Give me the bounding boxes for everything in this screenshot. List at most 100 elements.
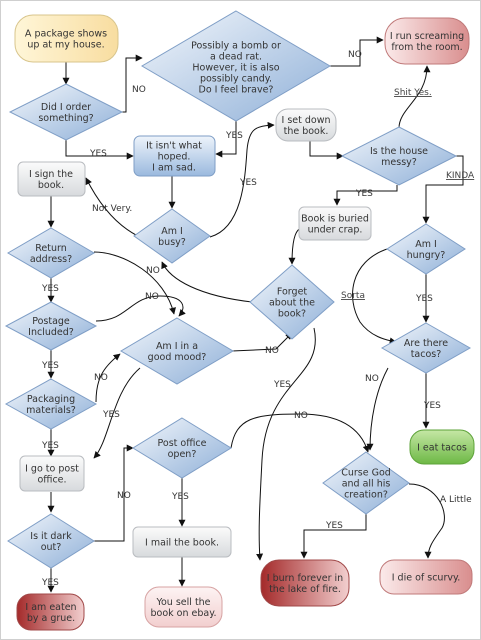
label-yes-dark: YES — [41, 578, 59, 588]
edge-dark-po — [94, 444, 134, 542]
node-text-line: book on ebay. — [150, 608, 216, 619]
label-no-packaging: NO — [94, 373, 108, 383]
edge-bomb-sad — [215, 118, 237, 158]
node-text-line: Am I in a — [156, 341, 198, 352]
edge-mood-forget — [231, 332, 293, 352]
label-yes-bomb: YES — [225, 131, 243, 141]
node-text-line: Curse God — [341, 468, 391, 479]
node-text-line: a dead rat. — [210, 52, 262, 63]
node-text-line: busy? — [158, 237, 186, 248]
node-text-line: hungry? — [407, 250, 446, 261]
edge-messy-buried — [333, 185, 398, 206]
edge-tacos-curse — [366, 367, 389, 451]
node-text-line: under crap. — [308, 225, 363, 236]
label-yes-postage: YES — [41, 361, 59, 371]
node-text-line: You sell the — [155, 597, 210, 608]
label-yes-mood: YES — [102, 410, 120, 420]
label-yes-messy: YES — [355, 189, 373, 199]
edge-forget-busy — [161, 261, 253, 303]
node-text-line: I die of scurvy. — [392, 573, 461, 584]
node-text-line: I am sad. — [152, 163, 196, 174]
node-text-line: possibly candy. — [200, 74, 272, 85]
edge-po-curse — [230, 413, 370, 453]
edge-bomb-run — [330, 36, 384, 67]
edge-packaging-mood — [95, 353, 121, 403]
node-text-line: tacos? — [411, 349, 442, 360]
label-yes-return: YES — [41, 284, 59, 294]
label-yes-forget: YES — [273, 380, 291, 390]
node-text-line: messy? — [381, 157, 417, 168]
node-text-line: book. — [38, 180, 64, 191]
node-text-line: Forget — [277, 287, 308, 298]
label-no-po: NO — [294, 411, 308, 421]
edge-busy-sign — [85, 177, 137, 236]
node-text-line: Packaging — [27, 394, 75, 405]
edge-mood-postoffice — [93, 367, 141, 459]
label-no-run: NO — [348, 50, 362, 60]
edge-messy-run — [398, 65, 431, 129]
label-no-busy: NO — [146, 266, 160, 276]
node-text-line: A package shows — [25, 29, 107, 40]
svg-text:I eat tacos: I eat tacos — [417, 443, 467, 454]
edge-labels: NO NO YES YES Shit Yes. YES Not Very. YE… — [41, 50, 475, 588]
node-text-line: I sign the — [29, 169, 73, 180]
edge-order-bomb — [122, 54, 143, 113]
node-text-line: Included? — [28, 327, 74, 338]
node-text-line: Is the house — [370, 146, 428, 157]
node-text-line: office. — [37, 475, 66, 486]
node-text-line: However, it is also — [192, 63, 279, 74]
edge-return-mood — [93, 251, 176, 315]
label-no-tacos: NO — [365, 374, 379, 384]
label-no-mood: NO — [265, 346, 279, 356]
label-no-dark: NO — [117, 491, 131, 501]
node-text-line: I set down — [282, 115, 331, 126]
node-text-line: from the room. — [391, 42, 462, 53]
node-text-line: I mail the book. — [145, 538, 219, 549]
node-text-line: out? — [41, 542, 62, 553]
svg-text:Possibly a bomb ora dead rat.H: Possibly a bomb ora dead rat.However, it… — [191, 41, 281, 96]
edge-hungry-tacos-sorta — [352, 248, 397, 345]
edge-order-sad — [65, 140, 134, 160]
label-a-little: A Little — [440, 495, 472, 505]
node-eat-tacos: I eat tacos — [409, 429, 475, 465]
node-text-line: and all his — [342, 479, 391, 490]
edges — [47, 36, 464, 593]
svg-text:I mail the book.: I mail the book. — [145, 538, 219, 549]
edge-forget-burn — [256, 327, 316, 561]
node-text-line: something? — [38, 113, 93, 124]
node-text-line: Is it dark — [30, 531, 72, 542]
node-scurvy: I die of scurvy. — [379, 559, 473, 595]
label-kinda: KINDA — [446, 171, 475, 181]
edge-postage-mood — [95, 295, 186, 322]
node-text-line: Book is buried — [301, 214, 369, 225]
node-text-line: I am eaten — [25, 602, 76, 613]
node-text-line: book? — [278, 309, 306, 320]
node-text-line: up at my house. — [27, 40, 104, 51]
